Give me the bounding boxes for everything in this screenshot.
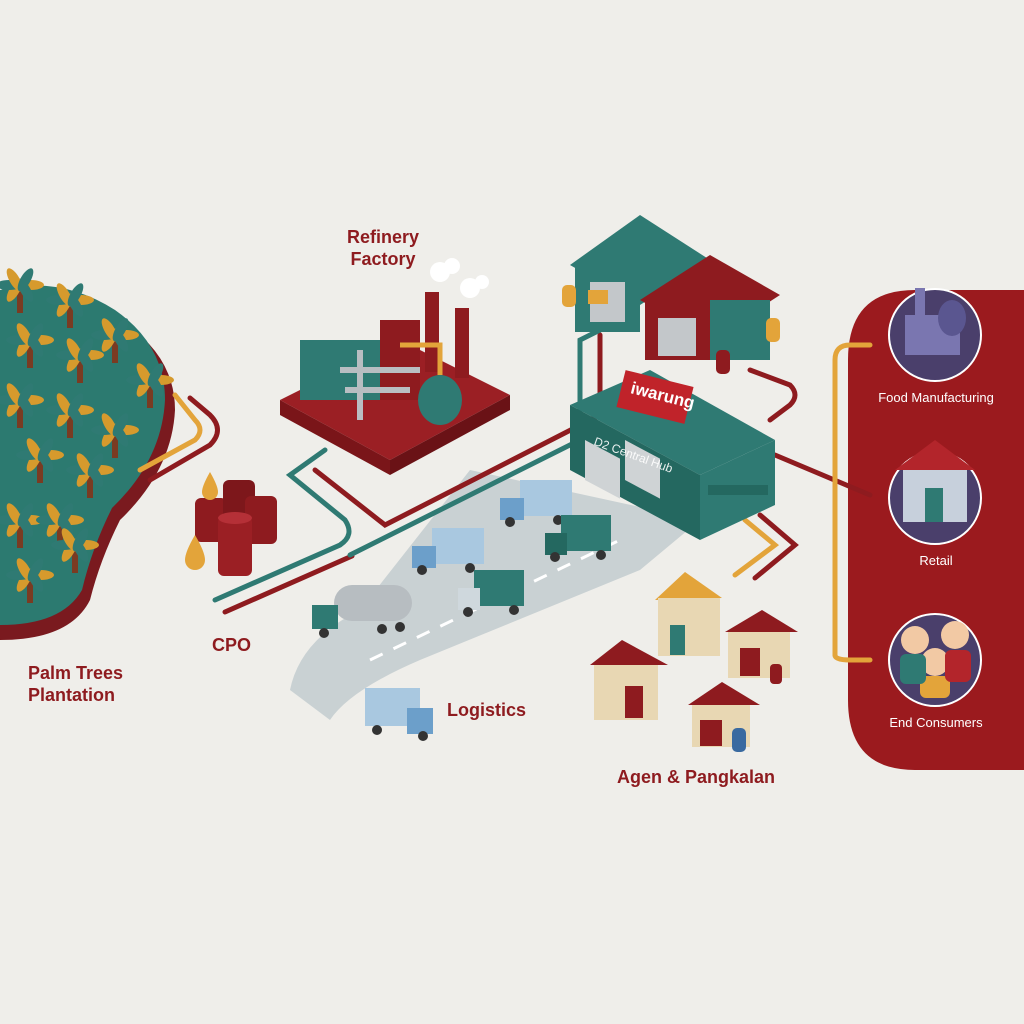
consumer-icons (888, 288, 982, 707)
shop (590, 640, 668, 720)
arrow-hub-to-retail (772, 452, 873, 498)
arrow-hub-to-warehouse (747, 367, 798, 423)
cpo-label: CPO (212, 635, 252, 655)
logistics-label: Logistics (447, 700, 527, 720)
palm-tree (51, 528, 99, 573)
arrow-hub-to-agen-2 (752, 512, 799, 581)
palm-tree (0, 503, 44, 548)
truck (412, 528, 484, 575)
arrow-panel-down (832, 652, 873, 663)
trucks (312, 480, 611, 741)
arrow-refinery-to-hub (312, 332, 603, 528)
agen-shops (590, 572, 798, 752)
oil-drop-icon (202, 472, 218, 500)
palm-tree (46, 393, 94, 438)
arrow-hub-to-agen (732, 517, 780, 578)
palm-tree (6, 558, 54, 603)
palm-tree (46, 283, 94, 328)
food-manufacturing-label: Food Manufacturing (878, 390, 994, 405)
shop (655, 572, 722, 656)
end-consumers-label: End Consumers (889, 715, 983, 730)
arrow-plantation-to-cpo-2 (147, 395, 220, 483)
palm-tree (91, 413, 139, 458)
plantation-label: Palm Trees Plantation (28, 663, 124, 705)
agen-label: Agen & Pangkalan (617, 767, 776, 787)
palm-tree (0, 268, 44, 313)
truck (458, 570, 524, 617)
arrow-cpo-to-refinery (212, 447, 352, 603)
shop (688, 682, 760, 752)
central-hub (570, 370, 775, 540)
truck (500, 480, 572, 527)
retail-label: Retail (919, 553, 953, 568)
truck (545, 515, 611, 562)
refinery-label: Refinery Factory (346, 227, 420, 269)
palm-tree (66, 453, 114, 498)
palm-tree (56, 338, 104, 383)
palm-trees (0, 268, 174, 603)
tanker-truck (312, 585, 412, 638)
arrow-panel-up (832, 342, 873, 658)
palm-tree (16, 438, 64, 483)
shop (725, 610, 798, 684)
cpo-barrels (185, 472, 277, 576)
palm-tree (0, 383, 44, 428)
palm-tree (126, 363, 174, 408)
refinery-factory (280, 258, 510, 475)
arrow-cpo-to-refinery-2 (222, 553, 355, 615)
palm-tree (36, 503, 84, 548)
truck (365, 688, 433, 741)
arrow-plantation-to-cpo (137, 392, 203, 473)
oil-drop-icon-2 (185, 535, 205, 570)
warehouses (562, 215, 780, 374)
palm-tree (6, 323, 54, 368)
palm-tree (91, 318, 139, 363)
